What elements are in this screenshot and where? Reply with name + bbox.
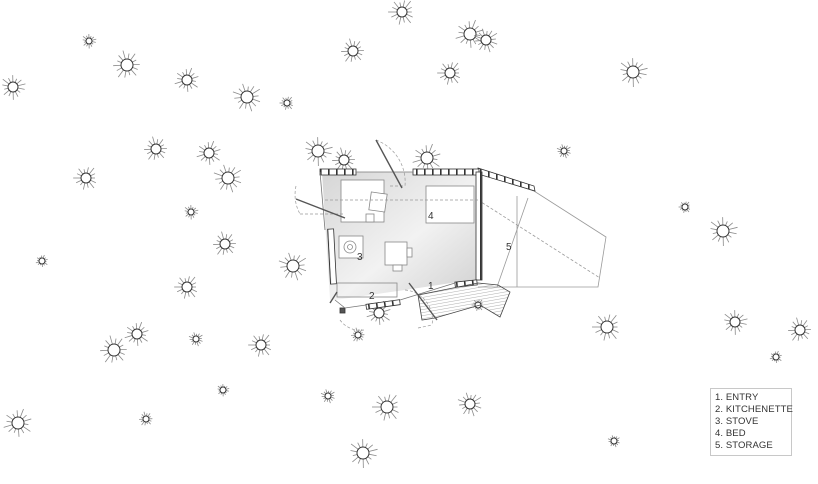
tree-icon [188, 332, 203, 347]
tree-icon [144, 136, 167, 160]
kitchen-counter [336, 282, 398, 298]
legend-item-bed: 4. BED [715, 428, 746, 439]
tree-icon [607, 435, 620, 448]
tree-icon [412, 143, 441, 172]
tree-icon [35, 254, 48, 267]
tree-icon [724, 310, 748, 335]
tree-icon [455, 19, 484, 48]
door-entry [408, 282, 438, 321]
tree-icon [473, 28, 498, 53]
door-leaves [295, 139, 438, 321]
room-number-label: 4 [428, 211, 434, 222]
room-labels: 1 2 3 4 5 [357, 211, 512, 302]
tree-icon [174, 276, 198, 299]
room-number-label: 3 [357, 252, 363, 263]
cabin-outline [319, 171, 456, 309]
tree-icon [620, 58, 648, 87]
entry-deck [417, 282, 511, 321]
tree-icon [113, 50, 140, 78]
tree-icon [678, 201, 691, 213]
door-west [295, 198, 346, 219]
tree-icon [279, 96, 293, 110]
tree-icon [213, 231, 236, 255]
tree-icon [139, 411, 153, 426]
tree-icon [213, 164, 242, 193]
tree-icon [232, 83, 261, 112]
legend-item-stove: 3. STOVE [715, 416, 759, 427]
legend-item-kitchenette: 2. KITCHENETTE [715, 404, 793, 415]
tree-icon [350, 439, 378, 468]
tree-icon [457, 392, 482, 417]
tree-icon [73, 167, 97, 190]
tree-icon [769, 350, 782, 363]
door-north [375, 139, 403, 189]
chair [368, 191, 388, 213]
tree-icon [196, 140, 221, 165]
tree-icon [372, 394, 399, 421]
cabin-building: 1 2 3 4 5 [294, 139, 607, 331]
legend-item-storage: 5. STORAGE [715, 440, 773, 451]
furniture [336, 179, 475, 298]
tree-icon [184, 205, 199, 220]
tree-icon [248, 334, 272, 357]
tree-icon [100, 335, 127, 363]
tree-icon [710, 217, 738, 246]
tree-icon [82, 34, 97, 49]
tree-icon [2, 75, 26, 100]
legend-item-entry: 1. ENTRY [715, 392, 759, 403]
room-number-label: 2 [369, 291, 375, 302]
tree-icon [278, 252, 307, 281]
tree-icon [332, 147, 355, 171]
room-number-label: 1 [428, 281, 434, 292]
tree-icon [592, 314, 619, 341]
tree-icon [320, 389, 335, 404]
tree-icon [3, 408, 32, 437]
stool [365, 213, 375, 223]
door-kitchen [329, 291, 338, 304]
bed [425, 185, 475, 224]
tree-icon [341, 38, 364, 62]
table [384, 241, 408, 266]
tree-icon [351, 327, 365, 342]
storage-annex [477, 171, 607, 288]
annex-wall [477, 167, 536, 192]
door-swings [294, 139, 478, 331]
tree-icon [437, 62, 461, 85]
room-number-label: 5 [506, 242, 512, 253]
trees-layer [2, 0, 811, 468]
tree-icon [788, 317, 811, 341]
tree-icon [217, 384, 230, 397]
tree-icon [124, 321, 149, 346]
legend: 1. ENTRY 2. KITCHENETTE 3. STOVE 4. BED … [710, 388, 793, 456]
tree-icon [556, 144, 571, 159]
tree-icon [305, 137, 333, 166]
tree-icon [388, 0, 413, 25]
tree-icon [174, 67, 199, 92]
